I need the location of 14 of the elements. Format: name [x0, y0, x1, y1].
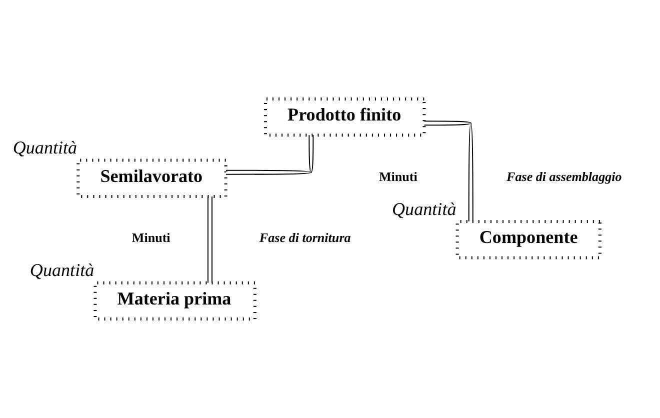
node-box: Componente	[456, 220, 602, 260]
label: Minuti	[132, 230, 170, 246]
label: Minuti	[378, 168, 418, 184]
connector	[207, 196, 212, 283]
node-label: Quantità	[30, 260, 94, 280]
node-box: Materia prima	[94, 281, 256, 320]
connector	[424, 120, 474, 222]
node-box: Semilavorato	[76, 158, 228, 198]
node-label: Quantità	[392, 198, 456, 219]
connector	[226, 135, 314, 175]
label: Fase di assemblaggio	[506, 168, 622, 184]
label: Fase di tornitura	[259, 230, 351, 246]
node-label: Quantità	[12, 138, 78, 158]
node-box: Prodotto finito	[264, 98, 426, 137]
